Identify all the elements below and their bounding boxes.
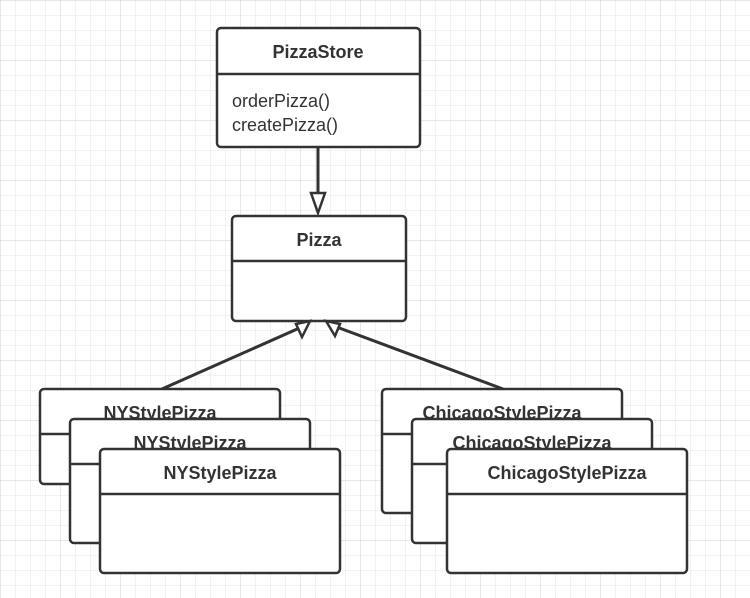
class-name: ChicagoStylePizza — [487, 463, 647, 483]
generalization-chicago-to-pizza — [323, 319, 504, 391]
generalization-ny-to-pizza — [161, 319, 313, 391]
class-nystylepizza-front[interactable]: NYStylePizza — [98, 447, 342, 575]
class-chicagostylepizza-front[interactable]: ChicagoStylePizza — [445, 447, 689, 575]
class-stack-nystylepizza: NYStylePizza NYStylePizza NYStylePizza — [38, 387, 342, 575]
association-store-to-pizza — [309, 147, 327, 217]
class-stack-chicagostylepizza: ChicagoStylePizza ChicagoStylePizza Chic… — [380, 387, 689, 575]
class-name: PizzaStore — [272, 42, 363, 62]
inheritance-arrowhead — [323, 319, 342, 339]
class-pizzastore[interactable]: PizzaStore orderPizza() createPizza() — [215, 26, 422, 149]
class-name: Pizza — [296, 230, 342, 250]
class-pizza[interactable]: Pizza — [230, 214, 408, 323]
class-name: NYStylePizza — [163, 463, 277, 483]
open-arrowhead — [309, 191, 327, 217]
method-order-pizza: orderPizza() — [232, 91, 330, 111]
method-create-pizza: createPizza() — [232, 115, 338, 135]
inheritance-arrowhead — [294, 319, 313, 340]
